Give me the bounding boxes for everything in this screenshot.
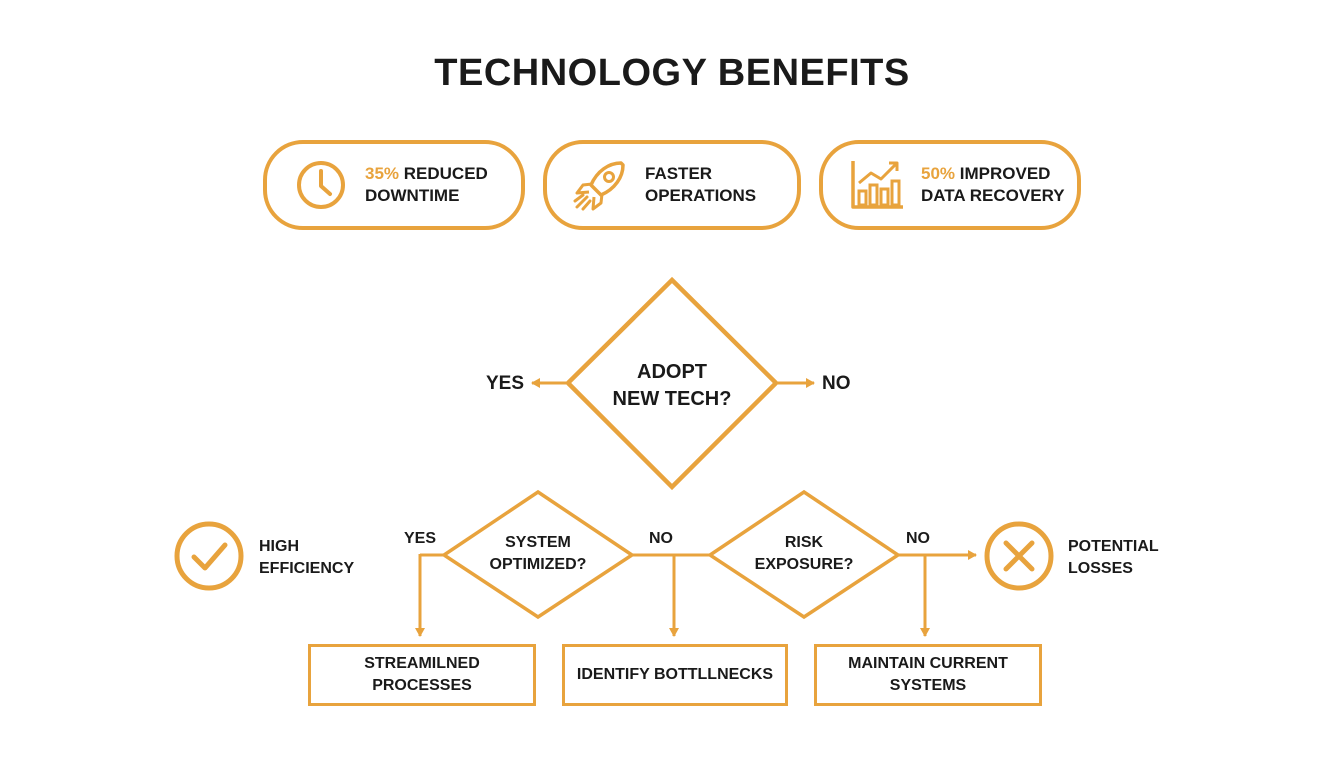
decision-risk-label: RISK EXPOSURE? <box>734 532 874 576</box>
decision-adopt-line2: NEW TECH? <box>612 388 732 410</box>
decision-adopt-label: ADOPT NEW TECH? <box>592 359 752 413</box>
result-streamlined-line2: PROCESSES <box>372 677 472 694</box>
result-streamlined-line1: STREAMILNED <box>364 655 480 672</box>
decision-optimized-line2: OPTIMIZED? <box>489 556 587 573</box>
benefit-line2: OPERATIONS <box>645 186 757 205</box>
result-box-bottlenecks: IDENTIFY BOTTLLNECKS <box>562 644 788 706</box>
benefit-line2: DATA RECOVERY <box>921 186 1065 205</box>
outcome-high-line1: HIGH <box>259 538 299 555</box>
benefit-line1: FASTER <box>645 164 713 183</box>
cross-icon <box>984 521 1054 591</box>
benefit-text: 50% IMPROVED DATA RECOVERY <box>921 163 1065 207</box>
outcome-loss-line2: LOSSES <box>1068 560 1133 577</box>
main-no-label: NO <box>822 373 851 394</box>
outcome-potential-losses: POTENTIAL LOSSES <box>1068 536 1159 580</box>
result-maintain-line2: SYSTEMS <box>889 677 967 694</box>
benefit-card-recovery: 50% IMPROVED DATA RECOVERY <box>819 140 1081 230</box>
benefit-highlight: 35% <box>365 164 400 183</box>
benefit-card-downtime: 35% REDUCED DOWNTIME <box>263 140 525 230</box>
benefit-line1: REDUCED <box>399 164 488 183</box>
benefit-line1: IMPROVED <box>955 164 1051 183</box>
result-box-maintain: MAINTAIN CURRENT SYSTEMS <box>814 644 1042 706</box>
outcome-loss-line1: POTENTIAL <box>1068 538 1159 555</box>
page-title: TECHNOLOGY BENEFITS <box>434 52 910 94</box>
result-maintain-line1: MAINTAIN CURRENT <box>848 655 1008 672</box>
rocket-icon <box>573 161 625 211</box>
decision-diamond-risk <box>706 489 902 620</box>
benefit-card-operations: FASTER OPERATIONS <box>543 140 801 230</box>
decision-diamond-adopt <box>564 276 780 491</box>
decision-optimized-line1: SYSTEM <box>505 534 571 551</box>
clock-icon <box>297 161 345 209</box>
checkmark-icon <box>174 521 244 591</box>
outcome-high-efficiency: HIGH EFFICIENCY <box>259 536 354 580</box>
result-bottlenecks-line1: IDENTIFY BOTTLLNECKS <box>576 666 774 683</box>
optimized-yes-label: YES <box>404 530 437 547</box>
decision-risk-line1: RISK <box>784 534 824 551</box>
benefit-text: FASTER OPERATIONS <box>645 163 756 207</box>
growth-chart-icon <box>851 161 903 209</box>
decision-optimized-label: SYSTEM OPTIMIZED? <box>468 532 608 576</box>
risk-no-label: NO <box>906 530 930 547</box>
main-yes-label: YES <box>486 373 525 394</box>
benefit-highlight: 50% <box>921 164 956 183</box>
benefit-line2: DOWNTIME <box>365 186 460 205</box>
outcome-high-line2: EFFICIENCY <box>259 560 355 577</box>
decision-diamond-optimized <box>440 489 636 620</box>
benefit-text: 35% REDUCED DOWNTIME <box>365 163 488 207</box>
optimized-no-label: NO <box>649 530 673 547</box>
decision-adopt-line1: ADOPT <box>637 361 707 383</box>
result-box-streamlined: STREAMILNED PROCESSES <box>308 644 536 706</box>
decision-risk-line2: EXPOSURE? <box>754 556 854 573</box>
